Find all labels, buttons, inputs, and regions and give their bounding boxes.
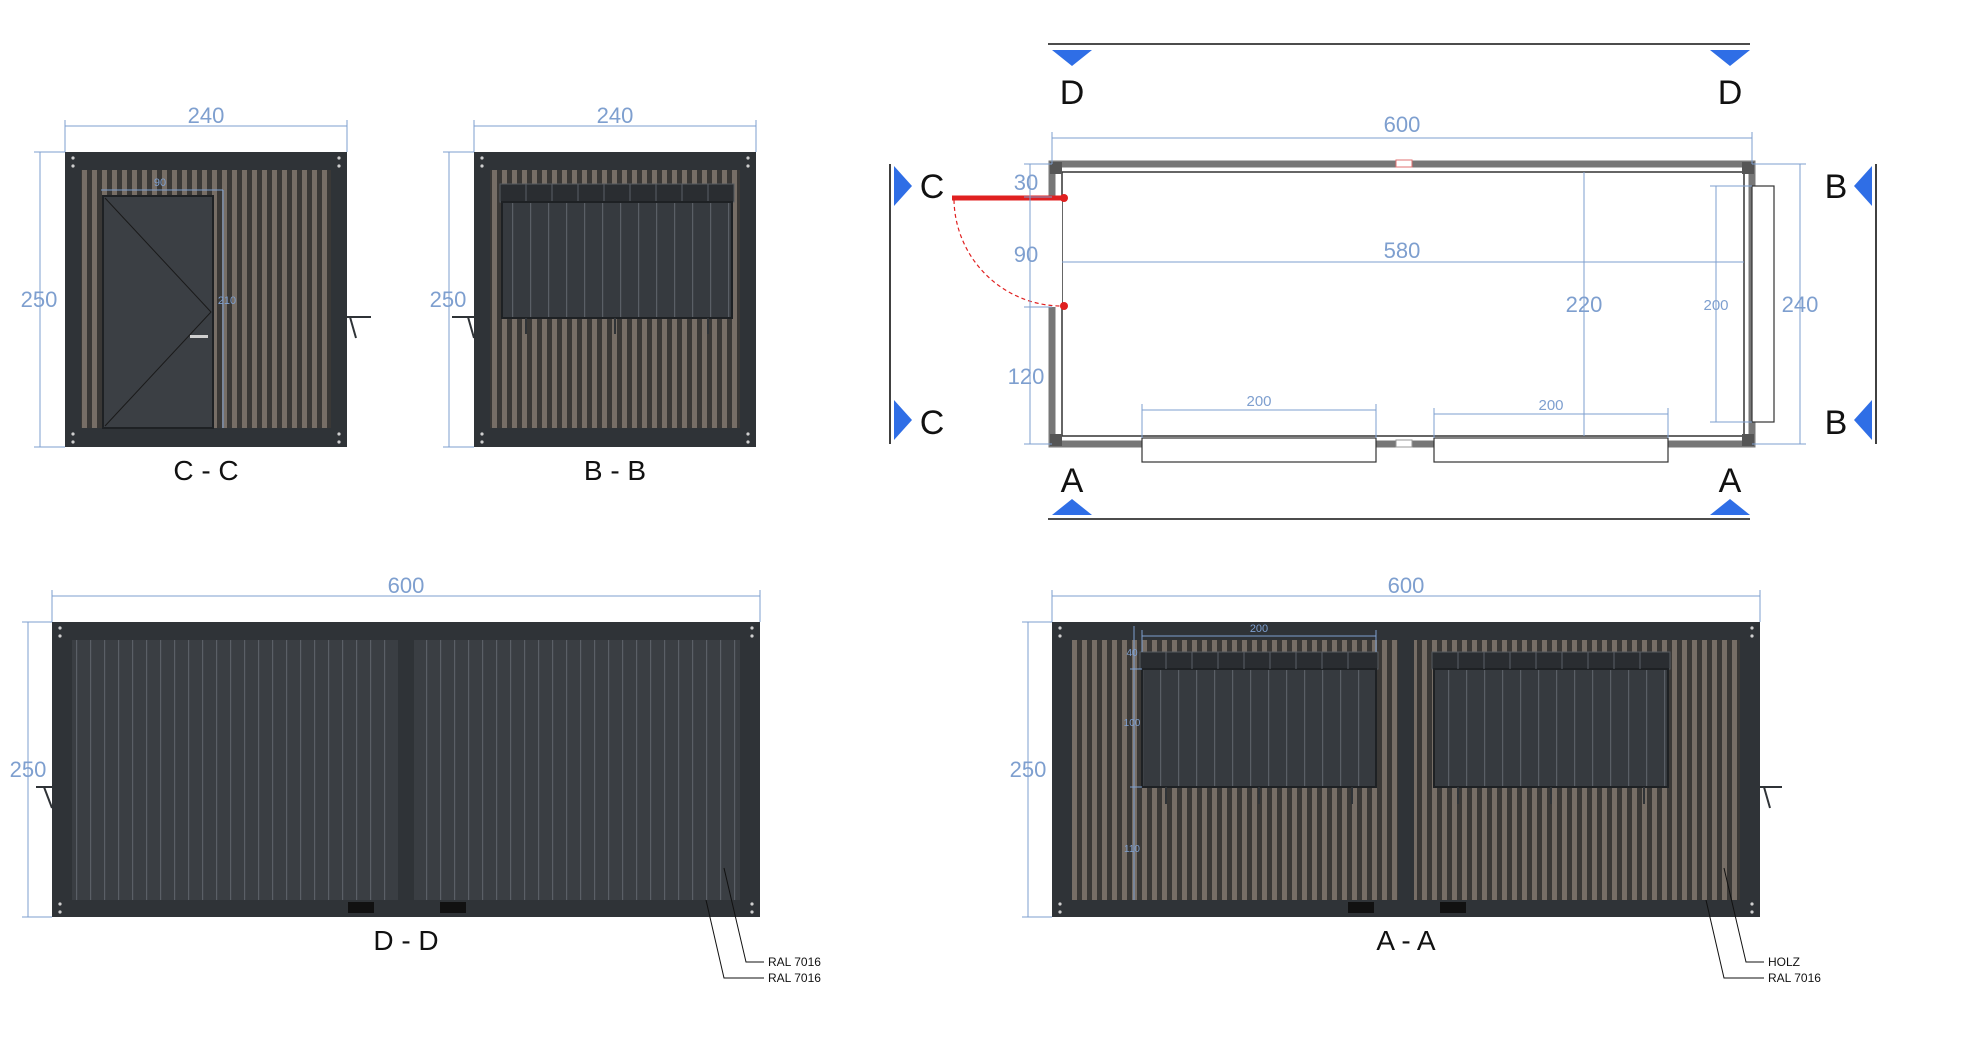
cc-bracket xyxy=(347,316,371,339)
plan-window-b xyxy=(1751,185,1775,423)
plan-window-a1-label: 200 xyxy=(1246,393,1271,410)
cc-dimensions xyxy=(34,120,348,448)
plan-outer-wall xyxy=(1048,160,1756,448)
plan-marker-a-left: A xyxy=(1061,462,1084,500)
bb-shutter-box xyxy=(499,183,735,203)
view-dd: RAL 7016 RAL 7016 600 250 D - D xyxy=(10,573,822,985)
aa-shutter-box-2 xyxy=(1431,651,1671,670)
cc-door-opening-line xyxy=(104,197,212,427)
cc-height-label: 250 xyxy=(21,287,58,312)
aa-note-2: RAL 7016 xyxy=(1768,971,1821,985)
dd-dimensions xyxy=(22,590,761,918)
plan-left-bottom-label: 120 xyxy=(1008,364,1045,389)
plan-left-top-label: 30 xyxy=(1014,170,1038,195)
plan-window-b-label: 200 xyxy=(1703,297,1728,314)
plan-door-opening xyxy=(1048,197,1062,307)
view-cc: 240 250 90 210 C - C xyxy=(21,103,371,486)
aa-note-1: HOLZ xyxy=(1768,955,1800,969)
plan-marker-d-right: D xyxy=(1718,74,1743,112)
cc-title: C - C xyxy=(173,455,238,486)
aa-dimensions xyxy=(1022,590,1761,918)
plan-left-door-label: 90 xyxy=(1014,242,1038,267)
cc-door-handle xyxy=(190,335,208,338)
aa-length-label: 600 xyxy=(1388,573,1425,598)
plan-marker-c-bottom: C xyxy=(920,404,945,442)
cc-width-label: 240 xyxy=(188,103,225,128)
bb-bolts xyxy=(480,156,750,444)
cc-bolts xyxy=(71,156,341,444)
plan-marker-arrows xyxy=(894,50,1872,515)
bb-height-label: 250 xyxy=(430,287,467,312)
plan-marker-b-top: B xyxy=(1825,168,1848,206)
dd-length-label: 600 xyxy=(388,573,425,598)
aa-leader-lines xyxy=(1705,867,1764,979)
plan-corner-posts xyxy=(1050,162,1754,446)
bb-dimensions xyxy=(443,120,757,448)
plan-section-lines xyxy=(889,43,1877,520)
dd-note-2: RAL 7016 xyxy=(768,971,821,985)
aa-shutter-box-1 xyxy=(1139,651,1379,670)
aa-center-post xyxy=(1398,640,1414,900)
plan-window-a1 xyxy=(1141,437,1377,463)
dd-height-label: 250 xyxy=(10,757,47,782)
plan-window-a2 xyxy=(1433,437,1669,463)
cc-door-height-label: 210 xyxy=(218,295,236,307)
plan-window-a2-label: 200 xyxy=(1538,397,1563,414)
aa-window-brackets xyxy=(1165,787,1645,804)
dd-title: D - D xyxy=(373,925,438,956)
aa-height-label: 250 xyxy=(1010,757,1047,782)
view-plan: D D A A C C B B xyxy=(889,43,1877,520)
plan-marker-b-bottom: B xyxy=(1825,404,1848,442)
view-bb: 240 250 B - B xyxy=(430,103,757,486)
plan-width-label: 240 xyxy=(1782,292,1819,317)
plan-marker-d-left: D xyxy=(1060,74,1085,112)
aa-dim-top-label: 40 xyxy=(1126,648,1138,659)
plan-inner-width-label: 220 xyxy=(1566,292,1603,317)
dd-bolts xyxy=(58,626,754,914)
bb-shutter-segments xyxy=(525,184,709,202)
bb-title: B - B xyxy=(584,455,646,486)
cc-door xyxy=(102,195,214,429)
aa-bolts xyxy=(1058,626,1754,914)
view-aa: HOLZ RAL 7016 600 250 200 40 100 110 A -… xyxy=(1010,573,1822,985)
bb-window xyxy=(501,201,733,319)
plan-inner-length-label: 580 xyxy=(1384,238,1421,263)
plan-inner-wall xyxy=(1061,171,1745,437)
dd-forklift-pockets xyxy=(348,902,466,913)
plan-marker-c-top: C xyxy=(920,168,945,206)
aa-shutter-segments xyxy=(1165,652,1641,669)
bb-window-brackets xyxy=(525,318,709,334)
aa-window-2 xyxy=(1433,668,1669,788)
plan-length-label: 600 xyxy=(1384,112,1421,137)
plan-connector-bottom xyxy=(1395,439,1413,448)
dd-panel-right xyxy=(414,640,740,900)
dd-note-1: RAL 7016 xyxy=(768,955,821,969)
plan-door-swing xyxy=(952,194,1068,310)
dd-panel-left xyxy=(72,640,398,900)
aa-bracket xyxy=(1760,786,1782,809)
aa-forklift-pockets xyxy=(1348,902,1466,913)
cc-door-width-label: 90 xyxy=(154,177,166,189)
dd-bracket xyxy=(36,786,53,809)
aa-title: A - A xyxy=(1376,925,1435,956)
dd-center-post xyxy=(398,640,414,900)
plan-dimensions xyxy=(1024,132,1806,445)
plan-connector-top xyxy=(1395,159,1413,168)
aa-dim-bottom-label: 110 xyxy=(1124,844,1140,855)
aa-window-1 xyxy=(1141,668,1377,788)
dd-leader-lines xyxy=(705,867,764,979)
aa-dim-window-label: 100 xyxy=(1124,718,1141,729)
plan-marker-a-right: A xyxy=(1719,462,1742,500)
bb-width-label: 240 xyxy=(597,103,634,128)
bb-bracket xyxy=(452,316,475,339)
aa-window-width-label: 200 xyxy=(1250,623,1268,635)
